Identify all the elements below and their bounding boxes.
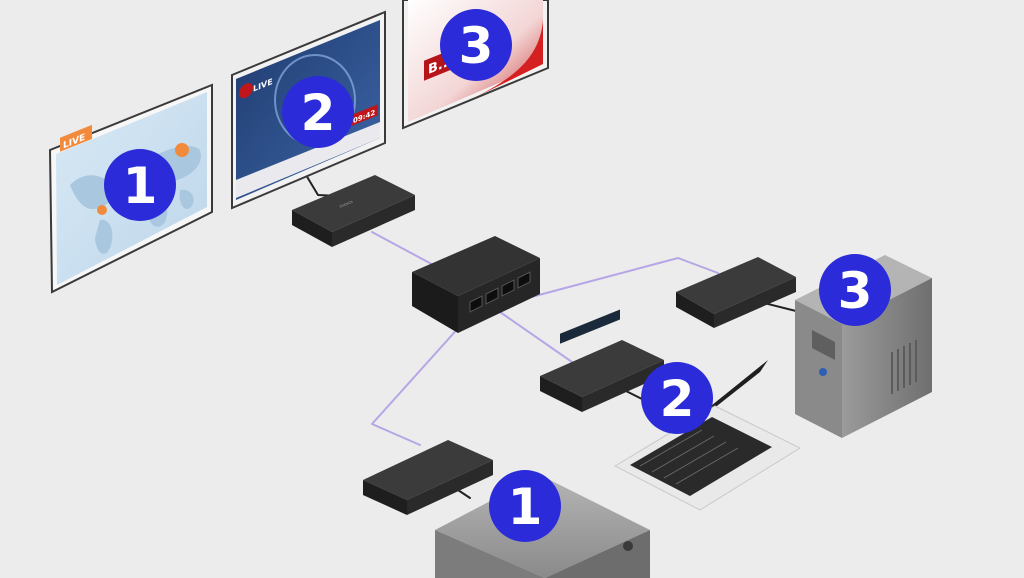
laptop-badge-number: 2 [660,370,695,428]
laptop-keys [639,429,739,485]
cable-switch-to-tx-laptop [499,311,573,363]
screen-breaking: B... 3 [402,0,549,130]
extender-tower [676,257,796,328]
tower-pc-badge: 3 [819,254,891,326]
tower-pc: 3 [795,254,932,438]
laptop-badge: 2 [641,362,713,434]
extender-laptop [540,340,664,412]
map-marker [175,143,189,157]
screen-map-badge: 1 [104,149,176,221]
hdmi-extender-icon: ▭▭▭ [339,199,355,210]
tower-power-button [819,368,827,376]
cable-switch-to-tx-player [371,314,471,446]
cable-switch-to-tx-tower [519,257,719,301]
map-marker [97,205,107,215]
breaking-swoosh [470,20,543,100]
network-switch [412,236,540,333]
news-clock-tag [352,104,378,126]
screen-breaking-badge: 3 [440,9,512,81]
screen-news-badge: 2 [282,76,354,148]
network-switch-icon [469,271,531,313]
extender-player [363,440,493,515]
media-player-badge: 1 [489,470,561,542]
map-live-tag [60,124,92,152]
screen-map: LIVE 1 [48,83,213,294]
screen-breaking-badge-number: 3 [459,17,494,75]
screen-news: LIVE 09:42 2 [231,10,386,210]
screen-news-badge-number: 2 [301,84,336,142]
tower-vent [891,340,917,394]
media-player-badge-number: 1 [508,478,543,536]
media-player: 1 [435,309,650,578]
extender-news: ▭▭▭ [292,175,415,247]
news-lower-third [236,122,380,198]
laptop: 2 [613,360,802,511]
tower-pc-badge-number: 3 [838,262,873,320]
player-display [560,309,620,344]
screen-map-badge-number: 1 [123,157,158,215]
player-knob [623,541,633,551]
